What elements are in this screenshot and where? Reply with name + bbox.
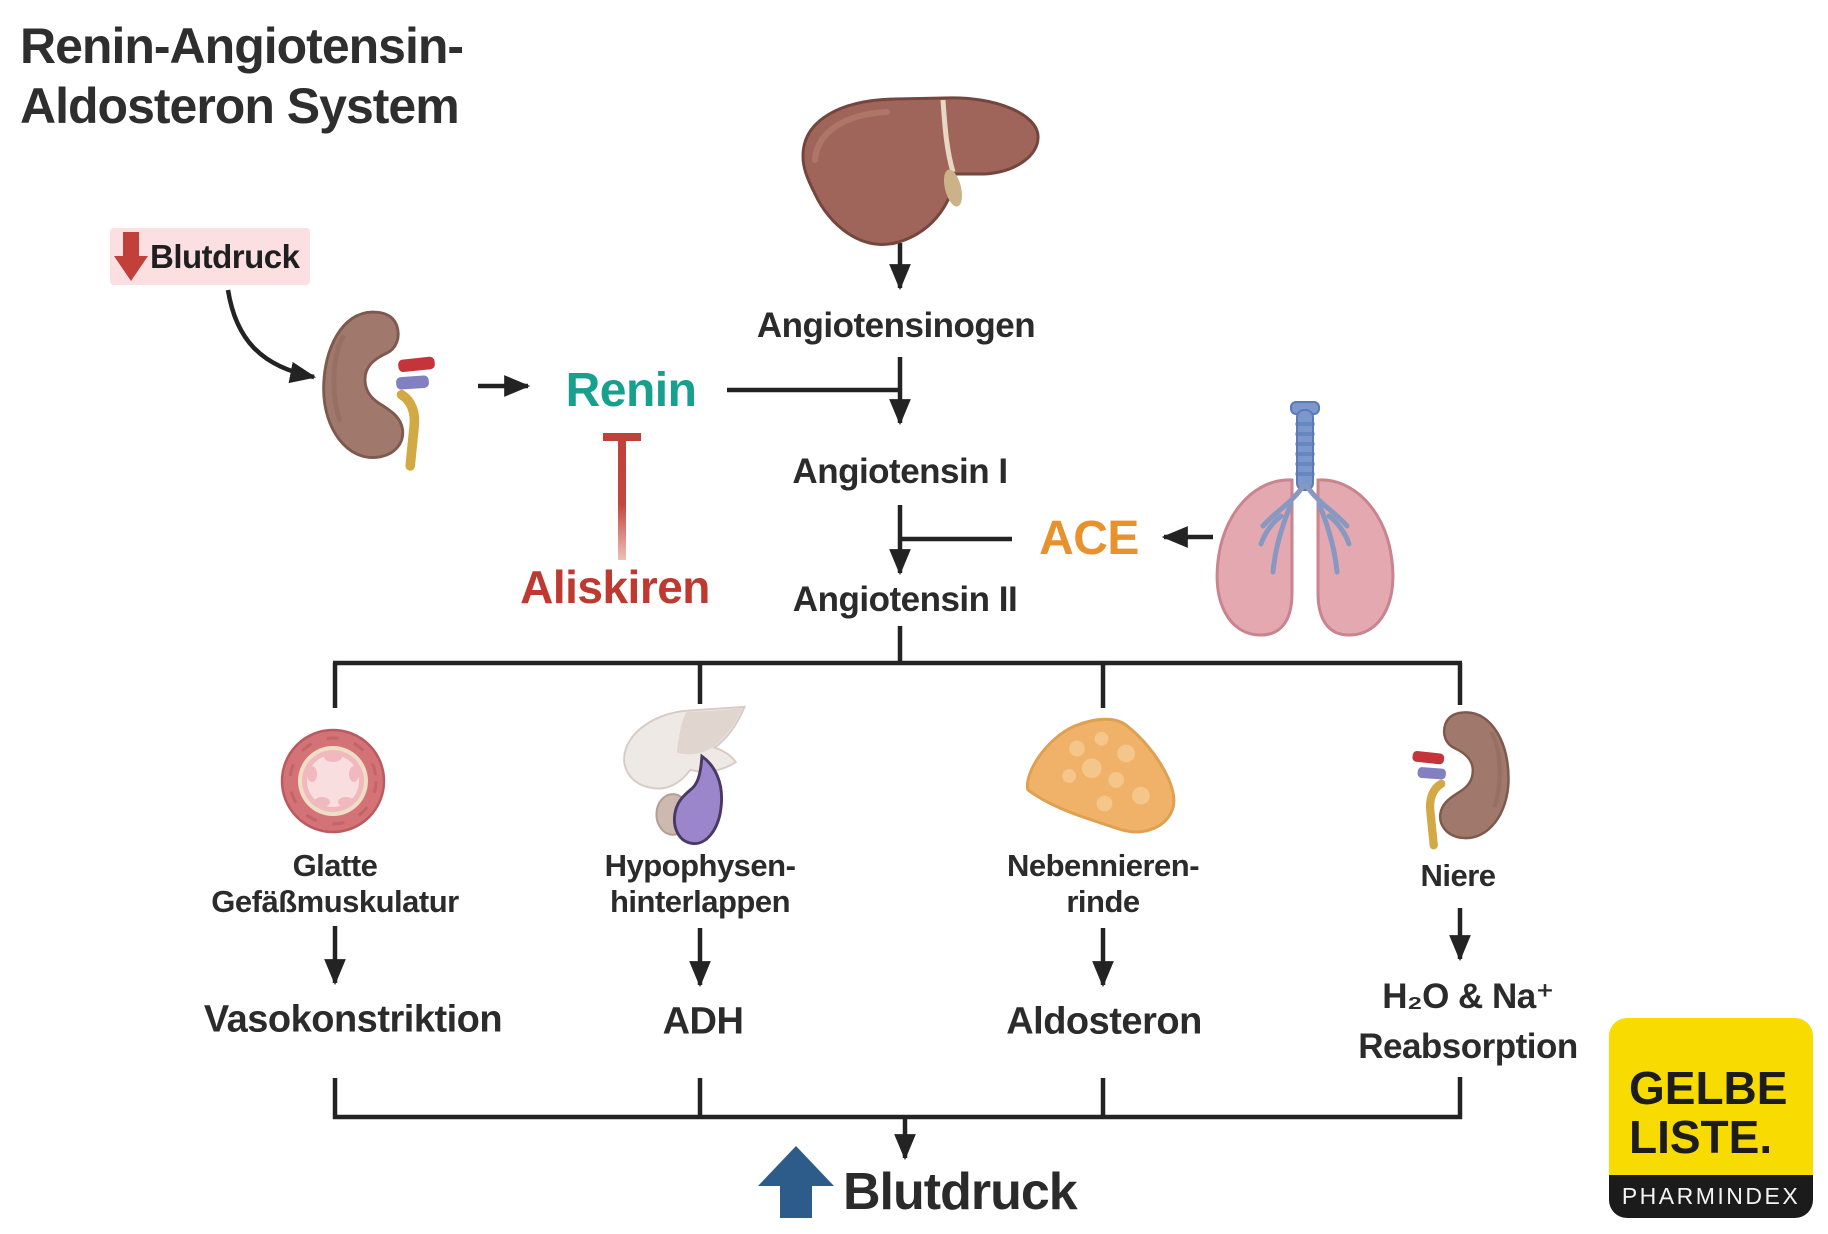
branch-label-vessel-line1: Glatte [292,848,378,883]
angiotensin2-label: Angiotensin II [792,580,1018,620]
trigger-label: Blutdruck [150,237,300,275]
liver-icon [801,96,1040,246]
angiotensin1-label: Angiotensin I [792,452,1008,492]
result-reabsorption-line2: Reabsorption [1358,1027,1578,1066]
result-reabsorption-line1: H₂O & Na⁺ [1382,977,1554,1016]
inhibitor-tbar-icon [603,433,641,560]
page-title: Renin-Angiotensin- Aldosteron System [20,16,464,136]
blood-vessel-icon [280,728,386,834]
outcome-blutdruck-label: Blutdruck [843,1163,1078,1221]
angiotensinogen-label: Angiotensinogen [756,306,1036,346]
kidney-right-icon [1412,711,1510,850]
result-aldosteron: Aldosteron [1006,1000,1202,1043]
branch-label-niere: Niere [1420,858,1496,893]
lungs-icon [1215,401,1395,637]
result-adh: ADH [662,1000,744,1043]
aliskiren-label: Aliskiren [520,561,710,614]
renin-label: Renin [565,364,697,418]
branch-label-adrenal-line2: rinde [1066,884,1140,919]
branch-label-adrenal-line1: Nebennieren- [1006,848,1200,883]
blue-up-arrow-icon [758,1146,834,1218]
logo-black-bar: PHARMINDEX [1609,1175,1813,1218]
gelbe-liste-logo: GELBE LISTE. PHARMINDEX [1609,1018,1813,1218]
branch-label-pituitary-line2: hinterlappen [609,884,791,919]
red-down-arrow-icon [114,231,148,281]
logo-subtitle: PHARMINDEX [1621,1183,1801,1209]
low-blood-pressure-badge: Blutdruck [110,228,310,285]
logo-yellow-panel: GELBE LISTE. [1609,1018,1813,1175]
page-title-line1: Renin-Angiotensin- [20,18,464,74]
branch-label-vessel-line2: Gefäßmuskulatur [211,884,459,919]
branch-label-vessel: Glatte Gefäßmuskulatur [211,848,459,920]
arrow-blutdruck-to-kidney [225,289,317,384]
pituitary-icon [623,705,747,845]
ace-label: ACE [1039,512,1139,566]
branch-label-pituitary: Hypophysen- hinterlappen [605,848,796,920]
result-vasokonstriktion: Vasokonstriktion [203,998,503,1041]
branch-label-adrenal: Nebennieren- rinde [1006,848,1200,920]
branch-label-pituitary-line1: Hypophysen- [604,848,796,883]
logo-line1: GELBE [1629,1062,1788,1114]
adrenal-gland-icon [1025,717,1176,834]
page-title-line2: Aldosteron System [20,78,460,134]
kidney-left-icon [322,310,435,471]
result-reabsorption: H₂O & Na⁺ Reabsorption [1358,972,1578,1072]
logo-line2: LISTE. [1629,1111,1773,1163]
